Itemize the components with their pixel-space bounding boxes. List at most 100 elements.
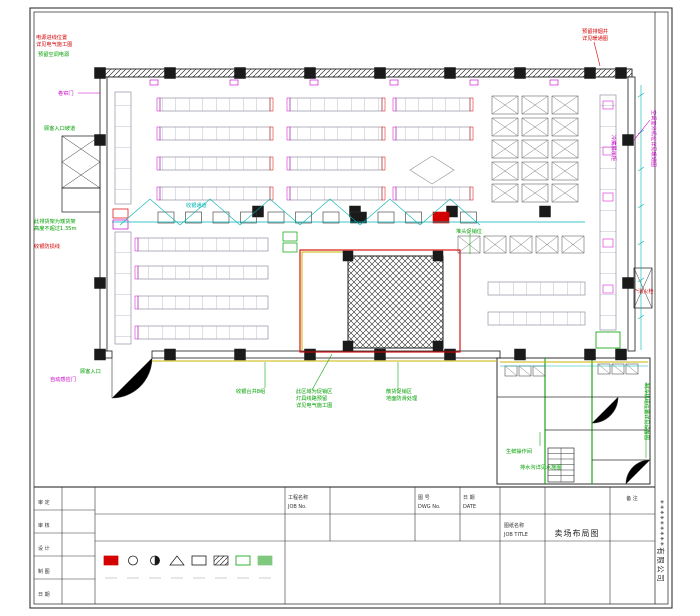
plan-geometry: 审 定审 核设 计制 图日 期 [29,7,673,609]
pallet-x [491,161,519,181]
wall-shelf [114,231,132,345]
shelf-endcap [392,186,397,201]
shelf-row [137,265,269,280]
column [432,340,444,352]
annotation-note: 电源进线位置 [36,33,67,41]
annotation-note: 冷藏展示柜 [610,135,618,161]
checkout [240,211,257,224]
leader-line [634,288,639,292]
annotation-note: 详见暖通图 [582,34,608,42]
column [444,348,456,361]
wall-mark [309,79,319,86]
column [622,277,634,289]
shelf-tag [602,284,614,294]
dimension-tick [637,203,645,209]
path [111,357,153,399]
pallet [551,161,579,181]
annotation-note: 生鲜操作间 [506,447,532,455]
annotation-note: 收银防损线 [34,242,60,250]
legend-symbol [169,555,185,566]
wall-mark [229,79,239,86]
annotation-note: 顾客入口 [80,367,101,375]
legend-symbol [191,555,207,566]
shelf-row [137,237,269,252]
path [591,396,619,424]
annotation-note: 顾客入口坡道 [44,124,75,132]
leader-line [633,119,651,141]
annotation-note: 消火栓 [638,287,654,295]
shelf-row [289,97,383,112]
title-row-label: 日 期 [38,592,50,598]
fixture [112,219,129,230]
pallet-x [551,139,579,159]
fixture [112,208,129,219]
pallet-x [551,95,579,115]
fixture [597,363,611,375]
leader-zigzag [119,198,481,226]
shelf-endcap [134,265,139,280]
pallet-x [551,183,579,203]
fixture-mark [532,365,546,377]
checkout [350,211,367,224]
column [94,348,106,361]
column [374,67,386,79]
shaft [633,267,653,309]
shelf-row [159,126,271,141]
pallet-x [521,95,549,115]
legend-symbol [213,555,229,566]
shelf-row [289,156,383,171]
shelf-row [159,156,271,171]
column [539,205,551,218]
core-hatch [347,255,444,349]
title-row-label: 设 计 [38,545,50,552]
pallet [551,183,579,203]
shelf-row [395,126,471,141]
shelf-row [137,325,269,340]
column [446,205,458,218]
checkout [405,211,422,224]
pallet-x [491,139,519,159]
pallet-x [561,235,585,254]
project-label-en: JOB No. [287,504,307,510]
column [584,348,596,361]
dimension-tick [637,277,645,283]
checkout [460,211,477,224]
column [342,340,354,352]
column [234,67,246,79]
shelf-endcap [156,156,161,171]
vestibule [61,187,101,213]
legend-symbol [103,555,119,566]
column [514,67,526,79]
legend-symbol [257,555,273,566]
title-row-label: 制 图 [38,568,50,575]
right-wall [627,76,636,352]
pallet-x [491,95,519,115]
date-label: 日 期 [463,495,475,501]
wall-mark [389,79,399,86]
pallet-x [457,235,481,254]
job-title-label-en: JOB TITLE [503,532,528,538]
pallet [491,161,519,181]
column [304,67,316,79]
legend-symbol [128,555,138,566]
shelf-endcap [286,97,291,112]
fixture-mark [504,365,518,377]
column [94,134,106,146]
shelf-row [487,281,586,296]
shelf-tag [602,238,614,248]
dimension-tick [637,314,645,320]
pallet-x [483,235,507,254]
dimension-tick [637,92,645,98]
ramp-line [61,135,101,163]
pallet [457,235,481,254]
column [374,348,386,361]
path [625,459,651,485]
fixture [282,231,298,242]
fixture [595,331,621,349]
annotation-note: 此区域为促销区 [296,387,332,395]
left-wall [99,76,108,352]
shelf-endcap [269,156,274,171]
pallet [521,95,549,115]
date-label-en: DATE [463,504,476,510]
